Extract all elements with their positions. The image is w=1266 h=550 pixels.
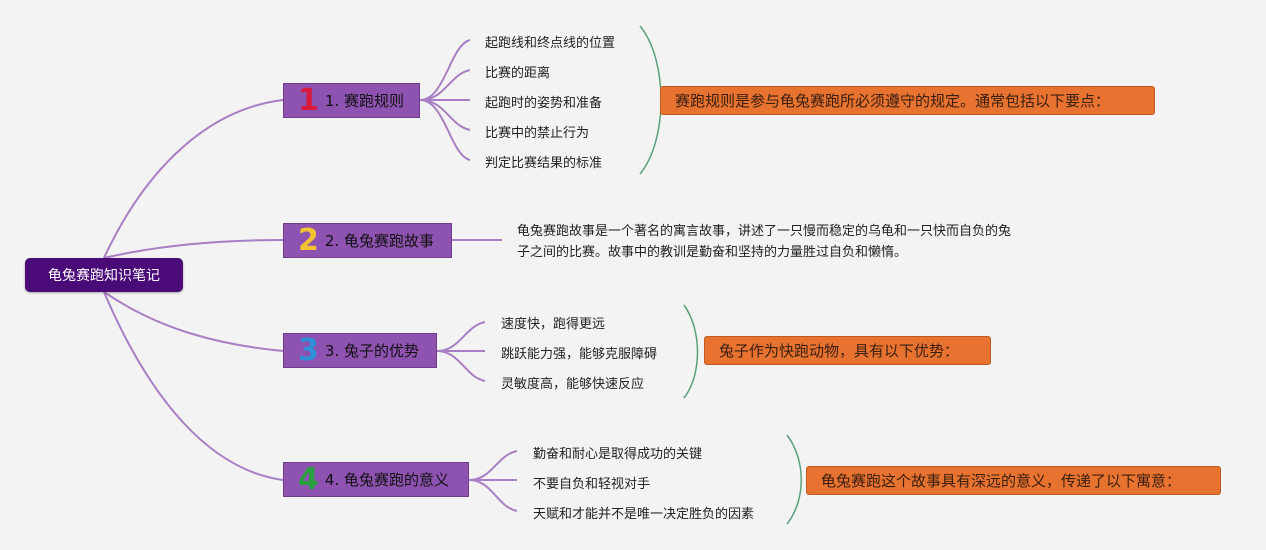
topic-node-1[interactable]: 1 1. 赛跑规则	[283, 83, 420, 118]
topic-label-1: 1. 赛跑规则	[324, 92, 404, 110]
topic1-item-5[interactable]: 判定比赛结果的标准	[485, 156, 603, 171]
root-label: 龟兔赛跑知识笔记	[48, 268, 160, 284]
topic1-item-2[interactable]: 比赛的距离	[485, 66, 551, 81]
topic3-item-3[interactable]: 灵敏度高，能够快速反应	[501, 377, 645, 392]
topic4-item-1[interactable]: 勤奋和耐心是取得成功的关键	[533, 447, 703, 462]
topic3-note-text: 兔子作为快跑动物，具有以下优势：	[719, 342, 960, 360]
topic3-note[interactable]: 兔子作为快跑动物，具有以下优势：	[704, 336, 991, 365]
topic1-item-4[interactable]: 比赛中的禁止行为	[485, 126, 590, 141]
connector-topic4-item1	[468, 450, 518, 481]
number-4-icon: 4	[298, 461, 319, 497]
topic4-note-text: 龟兔赛跑这个故事具有深远的意义，传递了以下寓意：	[821, 472, 1182, 490]
topic1-note[interactable]: 赛跑规则是参与龟兔赛跑所必须遵守的规定。通常包括以下要点：	[660, 86, 1155, 115]
connector-root-topic-3	[103, 291, 284, 352]
connector-topic3-item1	[436, 321, 486, 352]
bracket-topic-4	[786, 434, 802, 525]
topic-node-2[interactable]: 2 2. 龟兔赛跑故事	[283, 223, 452, 258]
topic1-item-3[interactable]: 起跑时的姿势和准备	[485, 96, 603, 111]
topic3-item-2[interactable]: 跳跃能力强，能够克服障碍	[501, 347, 658, 362]
topic-label-3: 3. 兔子的优势	[324, 342, 419, 360]
connector-root-topic-2	[103, 239, 284, 259]
connector-root-topic-4	[103, 291, 284, 481]
connector-topic3-item3	[436, 350, 486, 382]
connector-topic4-item3	[468, 479, 518, 512]
number-1-icon: 1	[298, 82, 319, 118]
root-node[interactable]: 龟兔赛跑知识笔记	[25, 258, 183, 292]
topic-label-4: 4. 龟兔赛跑的意义	[324, 471, 449, 489]
connector-topic1-item5	[419, 99, 471, 161]
topic2-story[interactable]: 龟兔赛跑故事是一个著名的寓言故事，讲述了一只慢而稳定的乌龟和一只快而自负的兔子之…	[517, 224, 1012, 260]
topic-node-3[interactable]: 3 3. 兔子的优势	[283, 333, 437, 368]
topic4-item-2[interactable]: 不要自负和轻视对手	[533, 477, 651, 492]
topic1-note-text: 赛跑规则是参与龟兔赛跑所必须遵守的规定。通常包括以下要点：	[675, 92, 1111, 110]
topic4-item-3[interactable]: 天赋和才能并不是唯一决定胜负的因素	[533, 507, 755, 522]
number-2-icon: 2	[298, 222, 319, 258]
connector-topic1-item1	[419, 39, 471, 101]
number-3-icon: 3	[298, 332, 319, 368]
topic-label-2: 2. 龟兔赛跑故事	[324, 232, 434, 250]
bracket-topic-3	[683, 304, 699, 399]
bracket-topic-1	[639, 25, 662, 175]
topic-node-4[interactable]: 4 4. 龟兔赛跑的意义	[283, 462, 469, 497]
topic1-item-1[interactable]: 起跑线和终点线的位置	[485, 36, 616, 51]
topic3-item-1[interactable]: 速度快，跑得更远	[501, 317, 606, 332]
connector-root-topic-1	[103, 99, 284, 259]
topic4-note[interactable]: 龟兔赛跑这个故事具有深远的意义，传递了以下寓意：	[806, 466, 1221, 495]
